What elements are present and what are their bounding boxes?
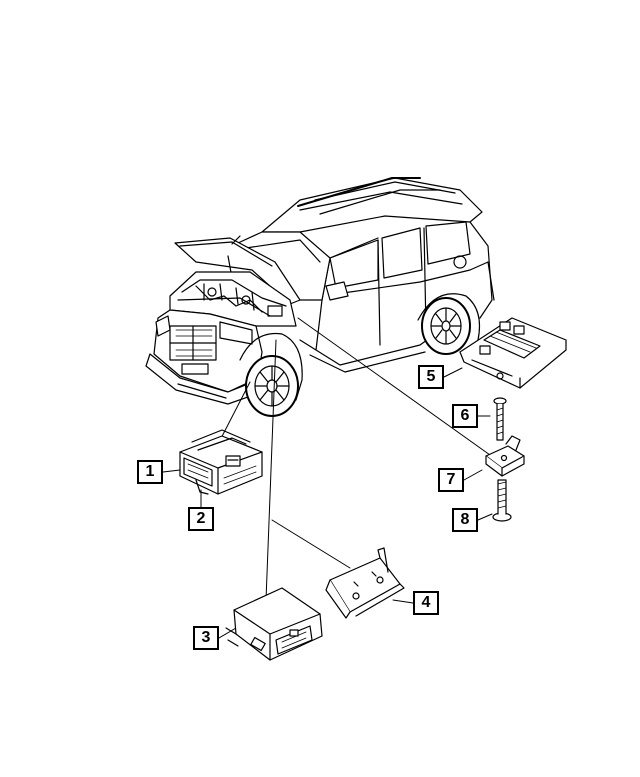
callout-2: 2 — [188, 507, 214, 531]
small-bracket — [485, 435, 525, 477]
callout-3: 3 — [193, 626, 219, 650]
leader-lines — [162, 317, 493, 639]
power-distribution-center — [179, 429, 263, 495]
screw — [492, 479, 512, 522]
electronic-module — [459, 317, 567, 389]
callout-7: 7 — [438, 468, 464, 492]
callout-6: 6 — [452, 404, 478, 428]
callout-1: 1 — [137, 460, 163, 484]
callout-4: 4 — [413, 591, 439, 615]
bolt — [493, 397, 507, 441]
mounting-bracket — [325, 547, 405, 619]
callout-8: 8 — [452, 508, 478, 532]
callout-5: 5 — [418, 365, 444, 389]
vehicle-illustration — [145, 177, 495, 417]
control-module — [225, 587, 323, 661]
